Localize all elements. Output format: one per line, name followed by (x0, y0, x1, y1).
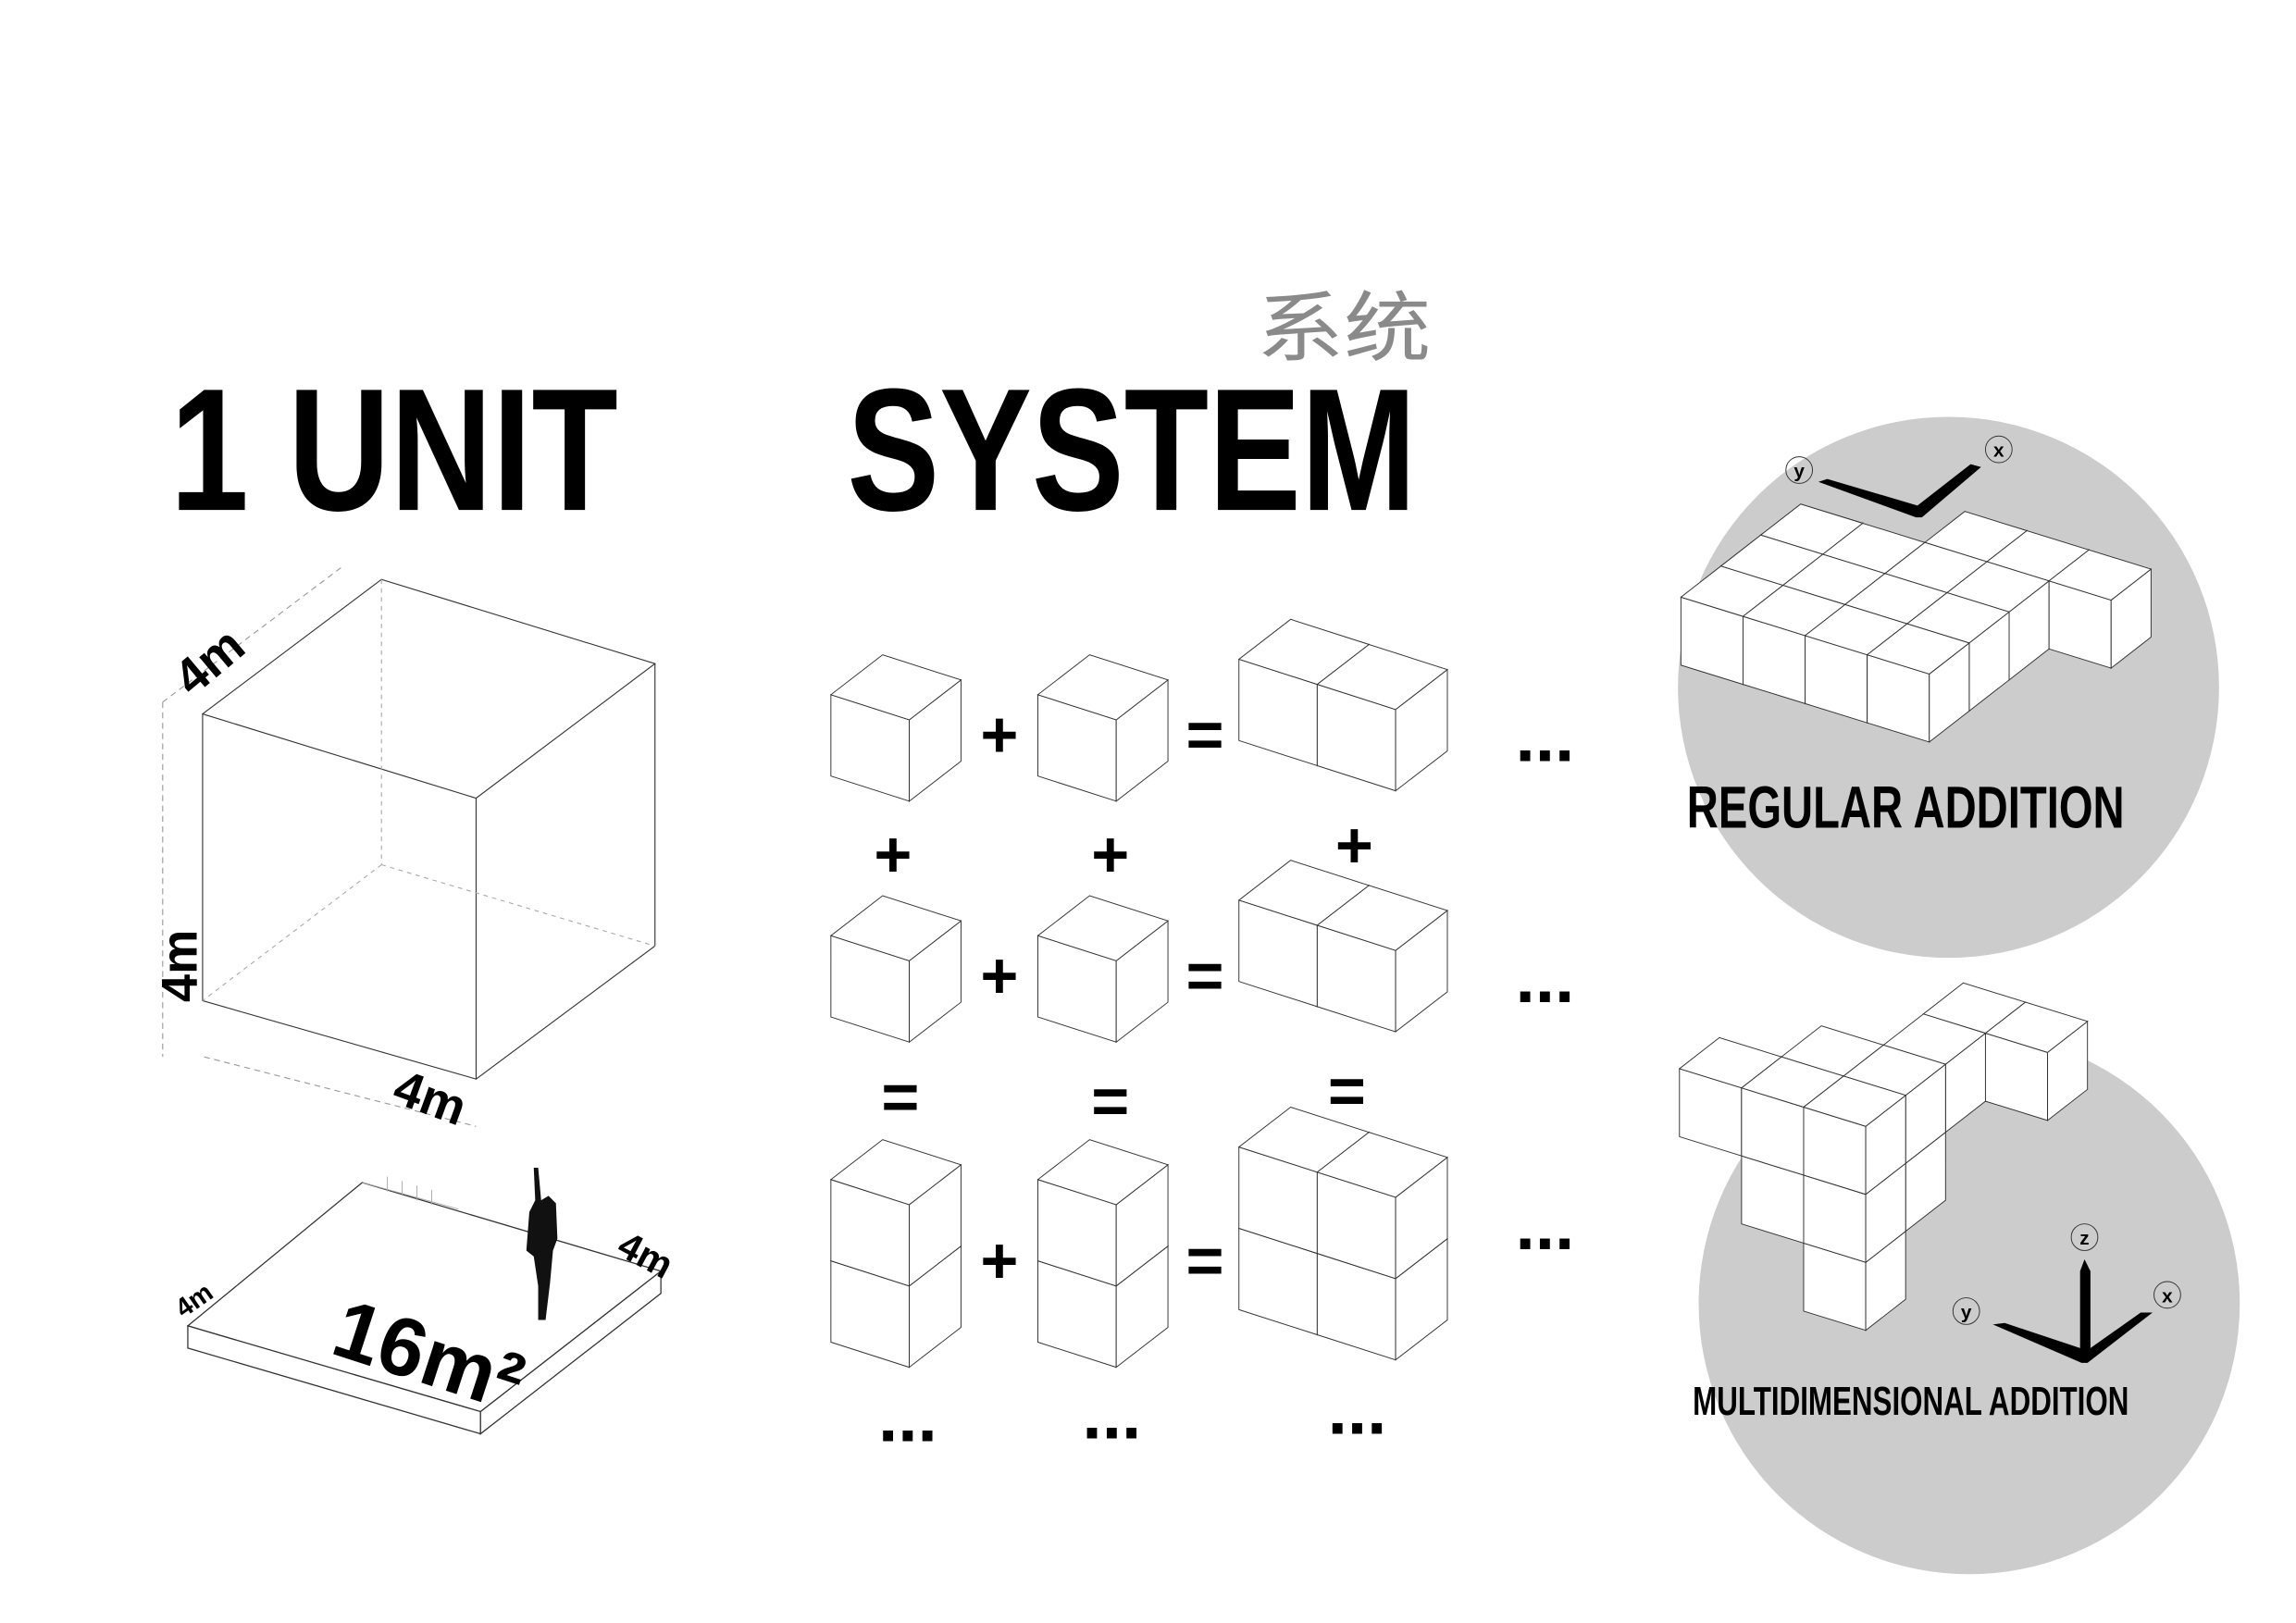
cube-top-face (1316, 643, 1448, 711)
cube (1316, 643, 1448, 792)
cube-top-face (829, 1139, 962, 1206)
cube (1036, 895, 1170, 1044)
unit-cube-front-edges (202, 713, 478, 1080)
unit-cube-top-face (201, 578, 656, 799)
slab-side-face (479, 1270, 662, 1435)
multi-axis-y-label: y (1961, 1302, 1972, 1323)
cube (1802, 1075, 1907, 1196)
plus-col-1: + (874, 817, 912, 890)
equals-row-3: = (1185, 1224, 1223, 1297)
ellipsis-row-2: ... (1515, 939, 1574, 1018)
multi-axis-arrows-icon (1992, 1259, 2153, 1363)
floor-slab (186, 1176, 663, 1435)
person-silhouette (526, 1167, 558, 1320)
cube (829, 654, 962, 802)
cube-top-face (2048, 549, 2153, 601)
cube-top-face (1984, 1001, 2089, 1053)
cube (1036, 654, 1170, 802)
cube (1866, 623, 1970, 743)
plus-row-2: + (980, 938, 1018, 1011)
cube-top-face (1866, 623, 1970, 675)
regular-axis-y-label: y (1793, 461, 1805, 482)
ellipsis-col-3: ... (1328, 1371, 1387, 1450)
plus-row-3: + (980, 1224, 1018, 1297)
multidimensional-addition-cubes (1678, 982, 2089, 1332)
regular-axis-arrows-icon (1818, 464, 1981, 518)
regular-axis-y-circle (1785, 456, 1814, 484)
plus-col-2: + (1091, 817, 1129, 890)
cube (829, 1139, 962, 1287)
system-operators: + + + = = = + + + = = = ... ... ... ... … (874, 698, 1574, 1457)
cube (829, 895, 962, 1044)
cube (1316, 885, 1448, 1033)
title-system-chinese: 系统 (1257, 283, 1431, 373)
ellipsis-row-1: ... (1515, 699, 1574, 777)
ellipsis-col-1: ... (878, 1379, 937, 1457)
dimension-width-label: 4m (387, 1059, 475, 1136)
ellipsis-col-2: ... (1082, 1375, 1141, 1454)
dimension-depth-label: 4m (163, 616, 254, 706)
cube (1984, 1001, 2089, 1121)
multi-axis-z-label: z (2079, 1228, 2089, 1249)
system-cubes (829, 618, 1448, 1369)
unit-cube-hidden-edges (202, 579, 655, 1001)
cube-top-face (829, 895, 962, 961)
multidimensional-addition-label: MULTIDIMENSIONAL ADDITION (1693, 1380, 2128, 1424)
regular-addition-cubes (1680, 503, 2153, 743)
unit-cube (162, 565, 656, 1127)
cube-top-face (1316, 885, 1448, 951)
slab-hatch (362, 1176, 459, 1210)
cube (1036, 1139, 1170, 1287)
plus-row-1: + (980, 698, 1018, 771)
cube (1237, 860, 1371, 1008)
equals-col-2: = (1091, 1064, 1129, 1137)
cube-top-face (1036, 1139, 1170, 1206)
regular-axis-x-circle (1984, 435, 2013, 464)
cube-top-face (1036, 895, 1170, 961)
multi-axis-z-circle (2070, 1223, 2099, 1251)
cube-top-face (1036, 654, 1170, 721)
ellipsis-row-3: ... (1515, 1186, 1574, 1265)
equals-row-2: = (1185, 938, 1223, 1011)
regular-addition-panel: y x REGULAR ADDITION (1678, 416, 2219, 959)
multi-axis-x-circle (2153, 1281, 2181, 1309)
multi-axis-y-circle (1952, 1297, 1980, 1325)
title-system: SYSTEM (847, 352, 1416, 547)
cube (1316, 1132, 1448, 1280)
cube (2048, 549, 2153, 670)
regular-addition-label: REGULAR ADDITION (1687, 774, 2125, 841)
equals-row-1: = (1185, 698, 1223, 771)
equals-col-1: = (881, 1059, 919, 1133)
cube-top-face (829, 654, 962, 721)
equals-col-3: = (1328, 1054, 1366, 1127)
cube-top-face (1316, 1132, 1448, 1198)
plus-col-3: + (1335, 809, 1373, 882)
unit-cube-right-edges (476, 663, 656, 1080)
multidimensional-addition-panel: z x y MULTIDIMENSIONAL ADDITION (1678, 982, 2240, 1575)
unit-cube-dimension-lines (162, 565, 477, 1127)
regular-axis-x-label: x (1993, 440, 2004, 462)
multi-axis-x-label: x (2162, 1285, 2173, 1307)
dimension-height-label: 4m (152, 930, 208, 1002)
title-1-unit: 1 UNIT (170, 352, 618, 547)
cube-top-face (1802, 1075, 1907, 1127)
